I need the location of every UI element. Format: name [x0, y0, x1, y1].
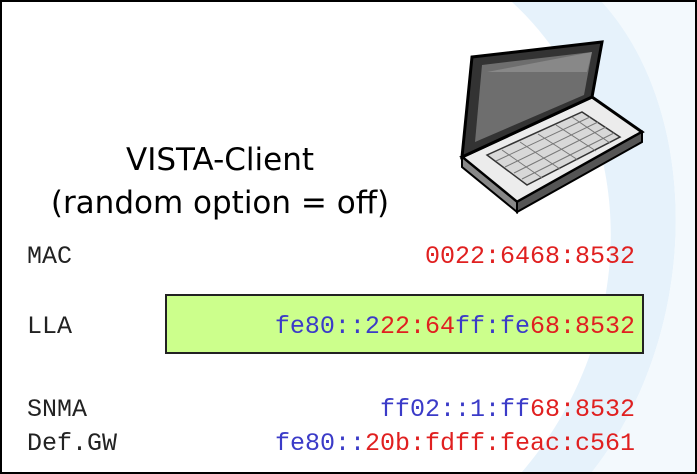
gw-value: fe80::20b:fdff:feac:c561	[275, 429, 635, 458]
gw-label: Def.GW	[27, 429, 118, 458]
snma-prefix: ff02::1:ff	[379, 395, 530, 424]
snma-label: SNMA	[27, 395, 88, 424]
mac-label: MAC	[27, 242, 73, 271]
lla-mac-part1: 22:64	[379, 312, 455, 341]
laptop-icon	[459, 40, 645, 215]
lla-mac-part2: 68:8532	[529, 312, 635, 341]
lla-fffe: ff:fe	[454, 312, 530, 341]
snma-value: ff02::1:ff68:8532	[380, 395, 635, 424]
title-line-2: (random option = off)	[50, 185, 390, 221]
lla-value: fe80::222:64ff:fe68:8532	[275, 312, 635, 341]
lla-prefix: fe80::2	[274, 312, 380, 341]
lla-label: LLA	[27, 312, 73, 341]
gw-suffix: 20b:fdff:feac:c561	[364, 429, 635, 458]
title-line-1: VISTA-Client	[125, 142, 314, 178]
snma-suffix: 68:8532	[529, 395, 635, 424]
gw-prefix: fe80::	[274, 429, 365, 458]
mac-value: 0022:6468:8532	[424, 242, 635, 271]
lla-highlight-box	[165, 294, 644, 354]
